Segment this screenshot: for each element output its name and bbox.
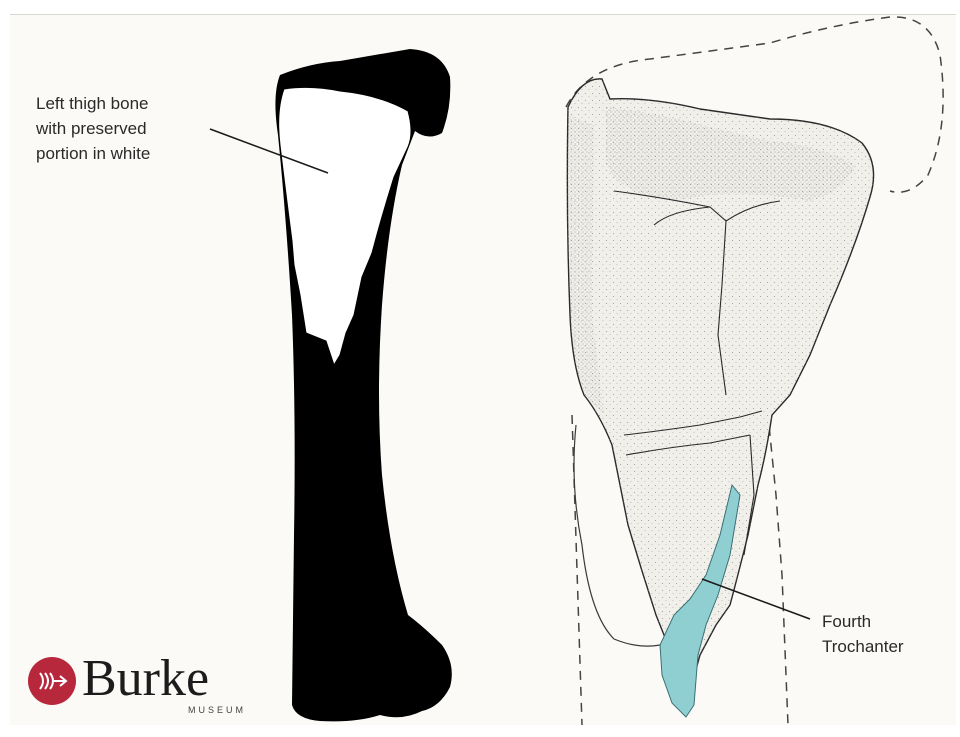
thigh-label-line-3: portion in white: [36, 141, 150, 166]
femur-illustration: [10, 15, 956, 725]
trochanter-label-line-2: Trochanter: [822, 634, 904, 659]
burke-museum-logo: Burke MUSEUM: [28, 647, 268, 717]
thigh-bone-label: Left thigh bone with preserved portion i…: [36, 91, 150, 166]
reconstruction-outline-right: [766, 395, 788, 725]
burke-logo-mark-icon: [28, 657, 76, 705]
burke-wordmark: Burke: [82, 647, 209, 711]
museum-subtitle: MUSEUM: [188, 705, 246, 715]
trochanter-label-line-1: Fourth: [822, 609, 904, 634]
illustration-frame: Left thigh bone with preserved portion i…: [10, 14, 956, 725]
thigh-label-line-1: Left thigh bone: [36, 91, 150, 116]
fourth-trochanter-label: Fourth Trochanter: [822, 609, 904, 659]
thigh-label-line-2: with preserved: [36, 116, 150, 141]
